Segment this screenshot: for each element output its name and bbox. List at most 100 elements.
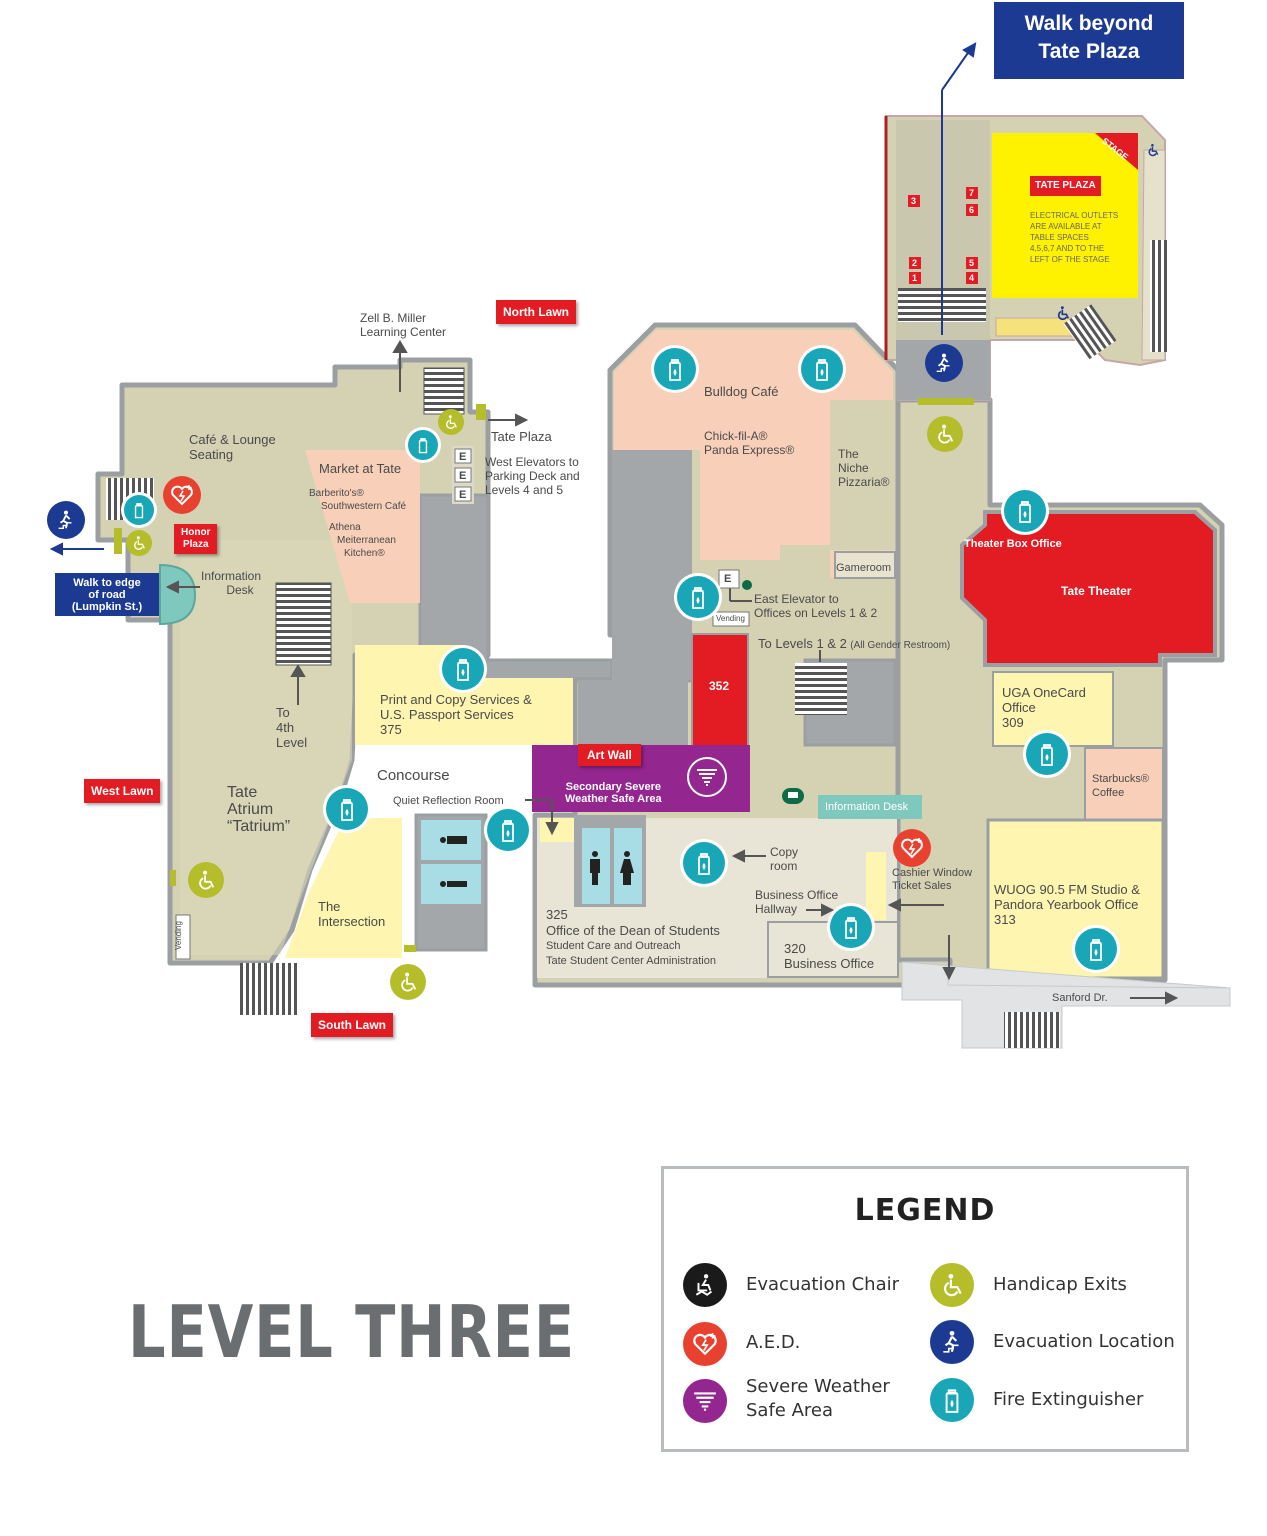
label-line: Starbucks® xyxy=(1092,773,1150,785)
callout-line: Walk beyond xyxy=(1024,12,1154,35)
legend-title: LEGEND xyxy=(854,1193,996,1228)
fire-extinguisher-icon xyxy=(1075,928,1117,970)
level-title: LEVEL THREE xyxy=(128,1290,575,1374)
fire-extinguisher-icon xyxy=(1026,733,1068,775)
aed-icon xyxy=(683,1322,727,1366)
fire-extinguisher-icon xyxy=(408,430,438,460)
womens-restroom-icon xyxy=(617,848,637,888)
fire-extinguisher-icon xyxy=(1004,490,1046,532)
label-line: 320 xyxy=(784,941,806,956)
label-line: Coffee xyxy=(1092,787,1125,799)
tate-plaza-tag: TATE PLAZA xyxy=(1030,176,1101,196)
starbucks-area xyxy=(1084,747,1164,829)
handicap-icon xyxy=(390,964,426,1000)
note-line: ARE AVAILABLE AT xyxy=(1030,222,1102,231)
label-line: Ticket Sales xyxy=(892,880,952,892)
label-line: Desk xyxy=(226,583,254,597)
severe-weather-icon xyxy=(687,757,727,797)
table-number: 3 xyxy=(911,196,917,206)
label-line: The xyxy=(318,899,341,914)
evacuation-location-icon xyxy=(47,501,85,539)
information-desk-label: Information Desk xyxy=(825,801,909,813)
tate-theater-area xyxy=(960,510,1217,667)
label-line: Panda Express® xyxy=(704,443,795,457)
intersection-area xyxy=(285,818,402,958)
note-line: TABLE SPACES xyxy=(1030,233,1089,242)
label-line: East Elevator to xyxy=(754,592,839,606)
restroom-icon xyxy=(433,826,473,854)
walk-beyond-callout: Walk beyond Tate Plaza xyxy=(994,2,1184,79)
label-line: Athena xyxy=(329,522,361,533)
severe-weather-icon xyxy=(683,1379,727,1423)
zell-miller-label: Zell B. Miller Learning Center xyxy=(360,311,446,339)
aed-icon xyxy=(893,829,931,867)
fire-extinguisher-icon xyxy=(830,906,872,948)
label-line: Tate Student Center Administration xyxy=(546,955,716,967)
label-line: U.S. Passport Services xyxy=(380,707,514,722)
plaza-yellow xyxy=(992,133,1138,298)
elevator-label: E xyxy=(459,470,467,482)
table-number: 4 xyxy=(969,273,975,283)
handicap-icon xyxy=(1054,304,1072,322)
fire-extinguisher-icon xyxy=(124,495,154,525)
aed-icon xyxy=(163,476,201,514)
fire-extinguisher-icon xyxy=(677,576,719,618)
evacuation-location-icon xyxy=(930,1320,974,1364)
business-office-label: 320 Business Office xyxy=(784,941,874,971)
callout-line: Walk to edge xyxy=(73,577,141,589)
label-line: UGA OneCard xyxy=(1002,685,1086,700)
art-wall-tag: Art Wall xyxy=(578,744,641,766)
room-352-label: 352 xyxy=(709,679,730,693)
note-line: 4,5,6,7 AND TO THE xyxy=(1030,244,1105,253)
bulldog-cafe-area xyxy=(614,330,895,578)
label-line: Business Office xyxy=(784,956,875,971)
room-352-block xyxy=(691,633,749,747)
label-line: To Levels 1 & 2 xyxy=(758,636,847,651)
intersection-label: The Intersection xyxy=(318,899,385,929)
label-line: Information xyxy=(201,569,262,583)
legend-label-line: Safe Area xyxy=(746,1400,834,1421)
tag-line: Plaza xyxy=(182,539,209,550)
label-line: Level xyxy=(276,735,308,750)
label-line: Pizzaria® xyxy=(838,475,890,489)
elevator-label: E xyxy=(459,451,467,463)
label-line: Barberito's® xyxy=(309,488,364,499)
fire-extinguisher-icon xyxy=(801,348,843,390)
niche-label: The Niche Pizzaria® xyxy=(838,447,890,489)
table-number: 6 xyxy=(969,205,975,215)
label-line: Student Care and Outreach xyxy=(546,940,681,952)
vending-label: Vending xyxy=(174,921,183,950)
market-label: Market at Tate xyxy=(319,461,402,476)
note-line: ELECTRICAL OUTLETS xyxy=(1030,211,1119,220)
fire-extinguisher-icon xyxy=(930,1378,974,1422)
legend-label: Evacuation Chair xyxy=(746,1274,899,1295)
table-number: 5 xyxy=(969,258,975,268)
legend-label: Fire Extinguisher xyxy=(993,1389,1144,1410)
table-number: 7 xyxy=(969,188,975,198)
label-line: 375 xyxy=(380,722,402,737)
east-elevator-label: East Elevator to Offices on Levels 1 & 2 xyxy=(754,592,877,620)
tate-plaza-exit-label: Tate Plaza xyxy=(491,429,552,444)
legend-label: A.E.D. xyxy=(746,1332,801,1353)
market-area xyxy=(305,450,420,603)
copy-room-label: Copy room xyxy=(770,845,798,873)
starbucks-label: Starbucks® Coffee xyxy=(1092,772,1149,800)
mens-restroom-icon xyxy=(585,848,605,888)
label-line: West Elevators to xyxy=(485,455,579,469)
label-line: Chick-fil-A® xyxy=(704,429,768,443)
elevator-label: E xyxy=(724,573,732,585)
label-line: 4th xyxy=(276,720,295,735)
label-line: Weather Safe Area xyxy=(565,793,662,805)
tate-atrium-label: Tate Atrium “Tatrium” xyxy=(227,784,290,835)
label-line: Atrium xyxy=(227,801,274,818)
fire-extinguisher-icon xyxy=(654,348,696,390)
wuog-label: WUOG 90.5 FM Studio & Pandora Yearbook O… xyxy=(994,882,1140,927)
print-copy-label: Print and Copy Services & U.S. Passport … xyxy=(380,692,532,737)
label-line: Offices on Levels 1 & 2 xyxy=(754,606,878,620)
fire-extinguisher-icon xyxy=(683,842,725,884)
gameroom-label: Gameroom xyxy=(836,562,892,574)
fire-extinguisher-icon xyxy=(326,788,368,830)
label-line: To xyxy=(276,705,290,720)
business-hallway-label: Business Office Hallway xyxy=(755,888,838,916)
plaza-note: ELECTRICAL OUTLETS ARE AVAILABLE AT TABL… xyxy=(1030,210,1118,265)
